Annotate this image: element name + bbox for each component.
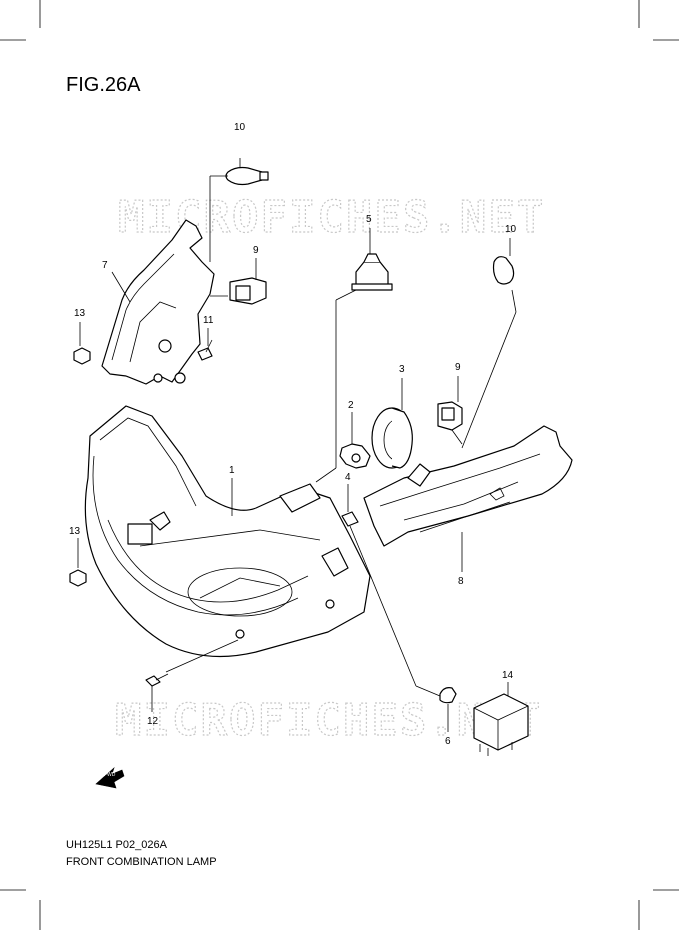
callout-10-right: 10 (505, 224, 517, 235)
socket-9-left (229, 258, 267, 305)
bulb-6 (349, 525, 457, 732)
callout-12: 12 (147, 716, 159, 727)
callout-10-left: 10 (234, 122, 246, 133)
fwd-label: FWD (104, 772, 116, 778)
fwd-arrow-icon: FWD (95, 767, 125, 789)
callout-8: 8 (458, 576, 464, 587)
callout-numbers: 10 9 7 13 11 5 10 3 9 2 4 1 13 8 14 12 6 (69, 122, 517, 747)
socket-9-right (437, 376, 463, 445)
callout-9-left: 9 (253, 245, 259, 256)
nut-13-upper (73, 322, 91, 365)
screw-12 (145, 639, 239, 712)
bulb-10-right (461, 238, 517, 449)
watermark-bottom: MICROFICHES.NET (115, 695, 542, 746)
bulb-5 (315, 228, 393, 483)
callout-11: 11 (203, 315, 214, 326)
socket-4 (341, 484, 359, 527)
holder-2 (339, 412, 371, 469)
callout-1: 1 (229, 465, 235, 476)
screw-11 (197, 328, 213, 361)
callout-7: 7 (102, 260, 108, 271)
callout-3: 3 (399, 364, 405, 375)
bracket-7 (101, 219, 215, 385)
callout-6: 6 (445, 736, 451, 747)
callout-9-right: 9 (455, 362, 461, 373)
turn-signal-8 (363, 425, 573, 572)
callout-13-lower: 13 (69, 526, 81, 537)
figure-name: FRONT COMBINATION LAMP (66, 856, 217, 868)
relay-14 (473, 682, 529, 756)
bulb-10-left (209, 158, 269, 297)
callout-5: 5 (366, 214, 372, 225)
callout-14: 14 (502, 670, 514, 681)
callout-2: 2 (348, 400, 354, 411)
figure-title: FIG.26A (66, 74, 141, 96)
callout-4: 4 (345, 472, 351, 483)
figure-code: UH125L1 P02_026A (66, 839, 167, 851)
headlamp-1 (84, 405, 371, 658)
cover-3 (371, 378, 413, 469)
nut-13-lower (69, 538, 87, 587)
callout-13-upper: 13 (74, 308, 86, 319)
